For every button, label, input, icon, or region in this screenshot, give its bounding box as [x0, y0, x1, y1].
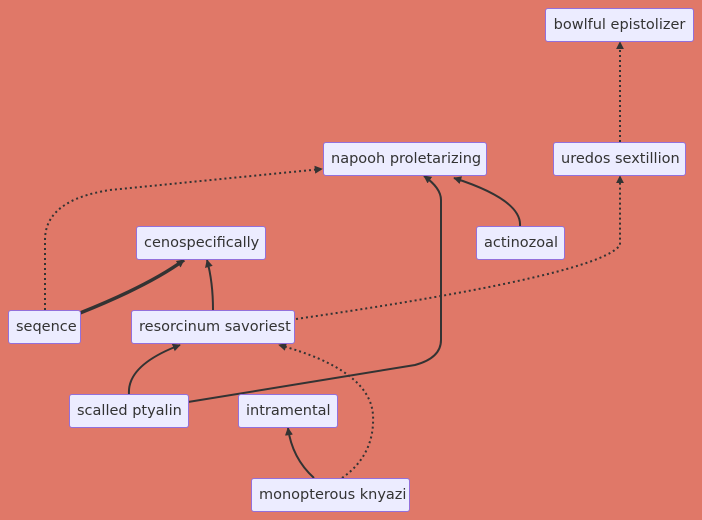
edge-scalled-to-napooh [187, 175, 442, 403]
node-monopterous-knyazi[interactable]: monopterous knyazi [251, 478, 410, 512]
edge-resorcinum-to-cenospecifically [205, 259, 214, 311]
node-resorcinum-savoriest[interactable]: resorcinum savoriest [131, 310, 295, 344]
edge-seqence-to-napooh [44, 165, 323, 310]
node-uredos-sextillion[interactable]: uredos sextillion [553, 142, 686, 176]
node-intramental[interactable]: intramental [238, 394, 338, 428]
edge-actinozoal-to-napooh [453, 176, 522, 227]
edge-seqence-to-cenospecifically [79, 258, 186, 315]
edge-scalled-to-resorcinum [127, 343, 181, 395]
edge-monopterous-to-resorcinum [278, 343, 375, 479]
node-scalled-ptyalin[interactable]: scalled ptyalin [69, 394, 189, 428]
edge-monopterous-to-intramental [284, 427, 315, 479]
node-napooh-proletarizing[interactable]: napooh proletarizing [323, 142, 487, 176]
node-actinozoal[interactable]: actinozoal [476, 226, 565, 260]
node-cenospecifically[interactable]: cenospecifically [136, 226, 266, 260]
node-bowlful-epistolizer[interactable]: bowlful epistolizer [545, 8, 694, 42]
edge-resorcinum-to-uredos [295, 175, 624, 320]
node-seqence[interactable]: seqence [8, 310, 81, 344]
